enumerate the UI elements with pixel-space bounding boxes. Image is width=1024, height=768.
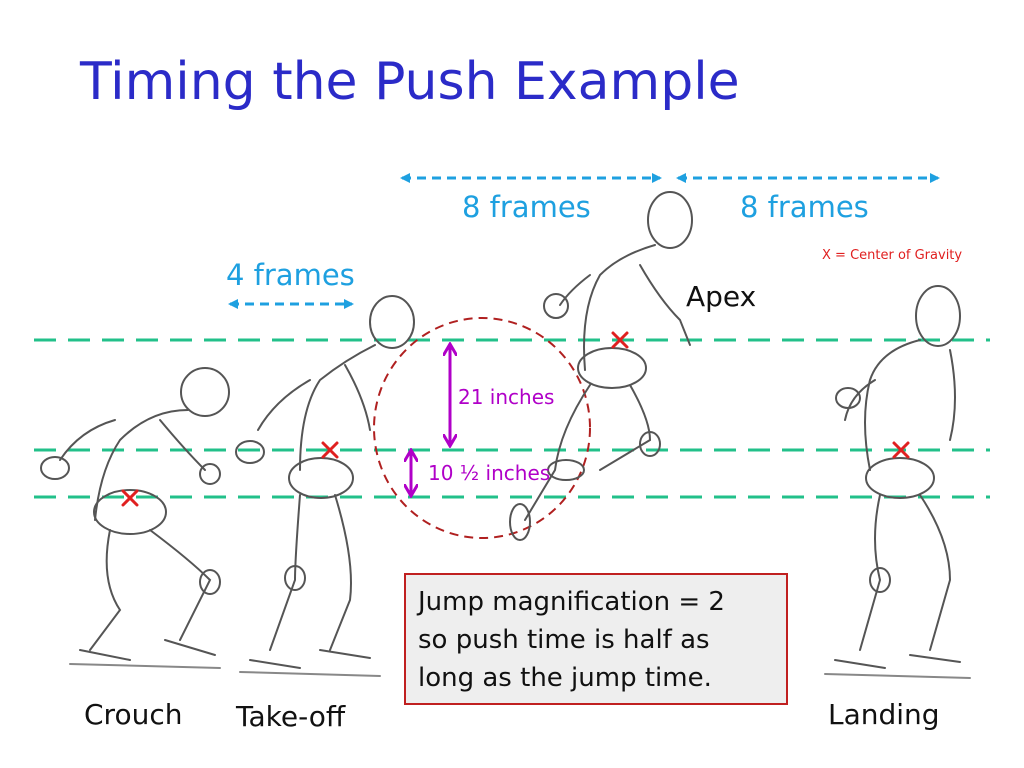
- cg-marker-takeoff: [321, 441, 339, 459]
- jump-height-label: 21 inches: [458, 385, 555, 409]
- push-region-circle: [373, 317, 591, 539]
- note-line-2: so push time is half as: [418, 625, 710, 655]
- pose-label-landing: Landing: [828, 698, 940, 731]
- landing-figure: [824, 285, 971, 679]
- crouch-figure: [40, 367, 230, 669]
- left-frames-label: 8 frames: [462, 190, 591, 224]
- pose-label-takeoff: Take-off: [236, 700, 346, 733]
- apex-figure: [509, 191, 693, 541]
- cg-marker-apex: [611, 331, 629, 349]
- cg-marker-landing: [892, 441, 910, 459]
- push-height-label: 10 ½ inches: [428, 461, 551, 485]
- explanation-note: Jump magnification = 2 so push time is h…: [404, 573, 788, 705]
- note-line-1: Jump magnification = 2: [418, 587, 725, 617]
- right-frames-label: 8 frames: [740, 190, 869, 224]
- push-frames-label: 4 frames: [226, 258, 355, 292]
- takeoff-figure: [235, 295, 415, 677]
- page-title: Timing the Push Example: [80, 52, 740, 112]
- cg-legend: X = Center of Gravity: [822, 248, 963, 263]
- cg-marker-crouch: [121, 489, 139, 507]
- pose-label-apex: Apex: [686, 280, 757, 313]
- note-line-3: long as the jump time.: [418, 663, 712, 693]
- pose-label-crouch: Crouch: [84, 698, 183, 731]
